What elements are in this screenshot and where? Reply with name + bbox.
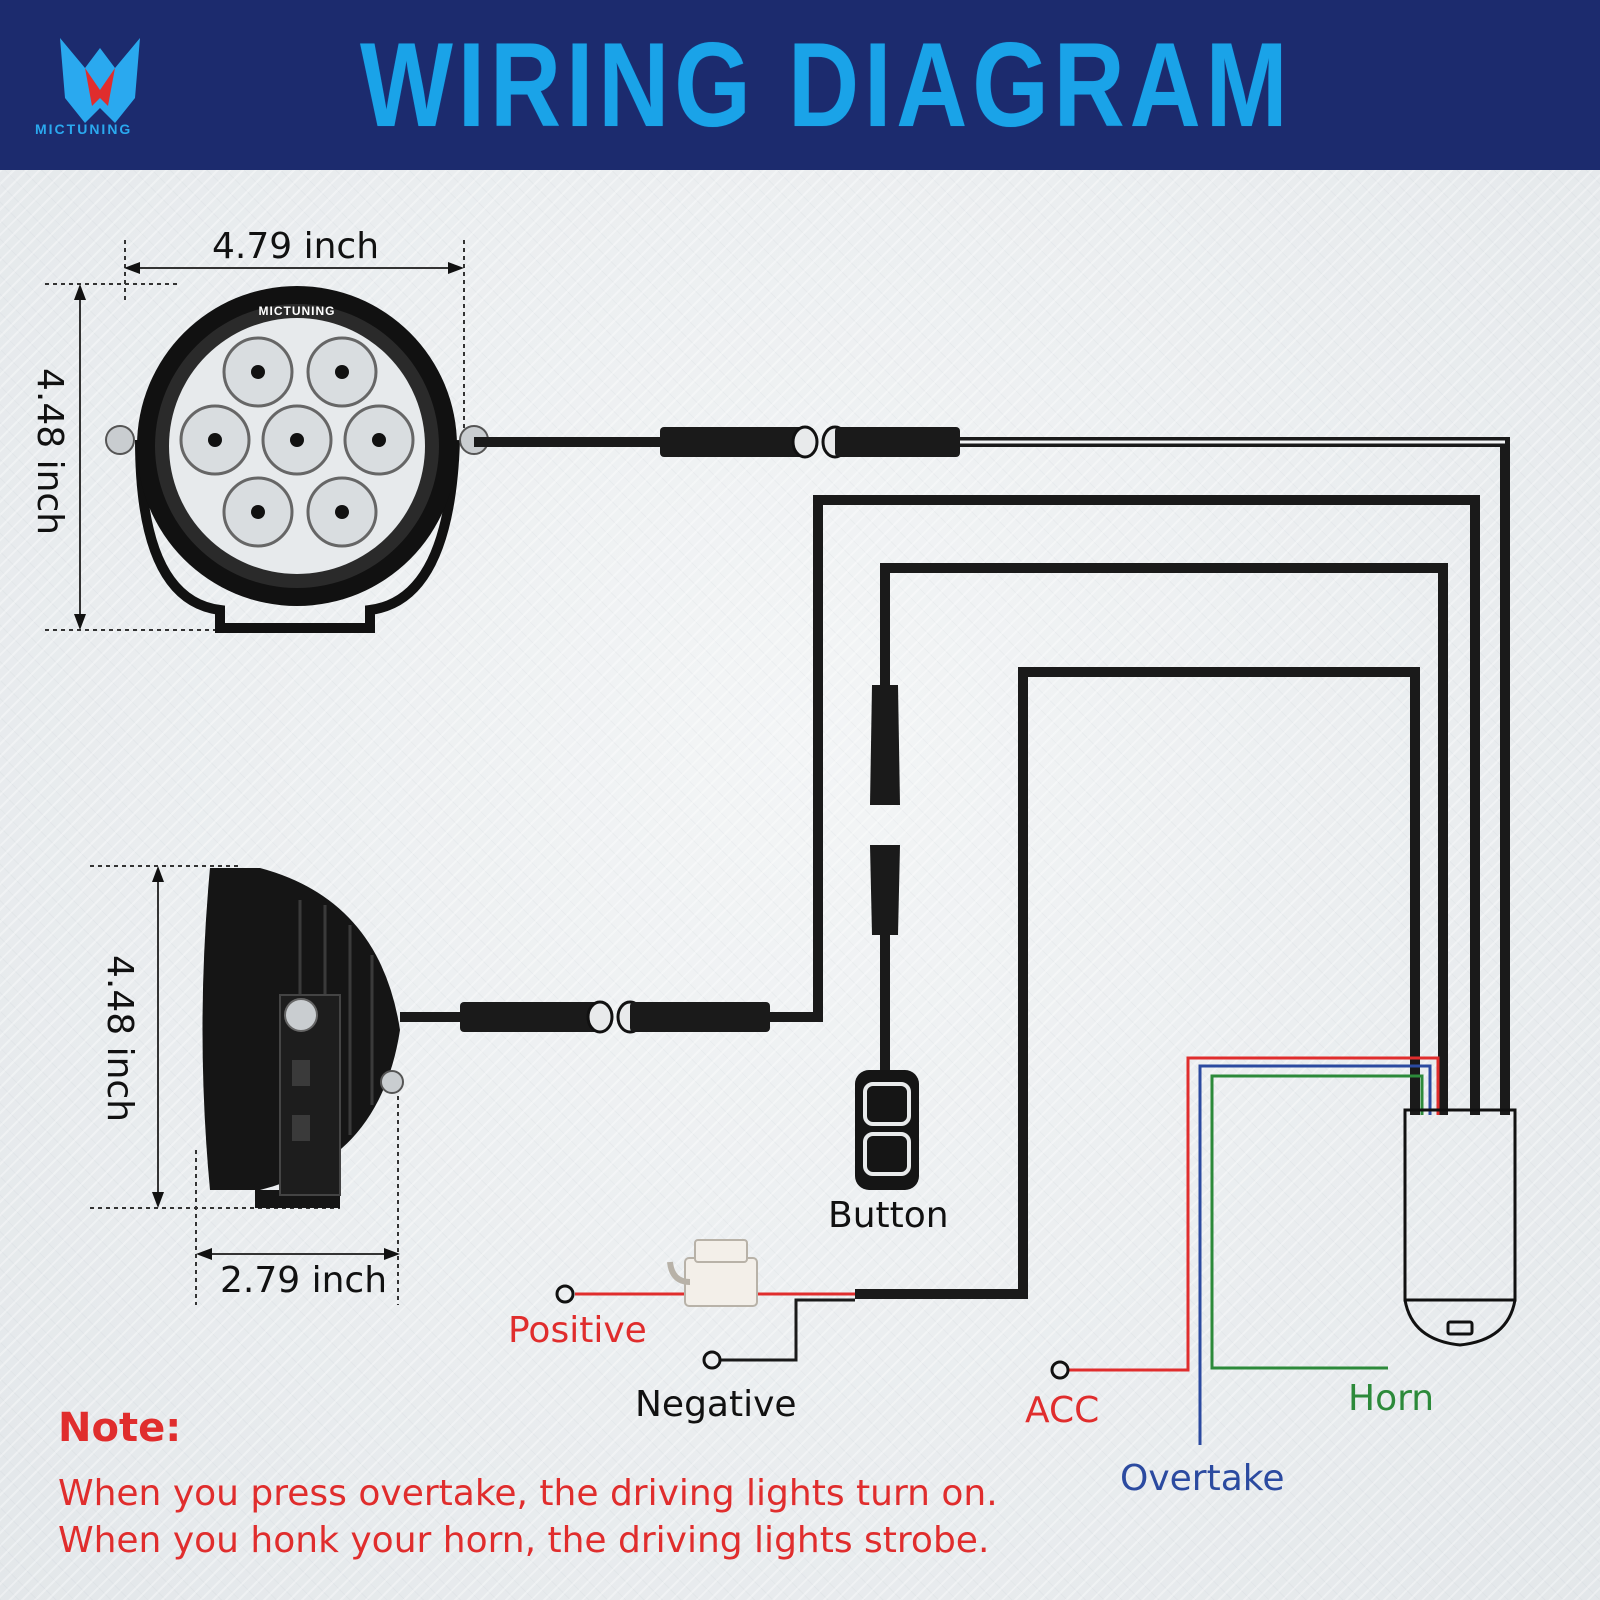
- note-line-2: When you honk your horn, the driving lig…: [58, 1520, 990, 1561]
- relay-module-icon: [1403, 1108, 1517, 1347]
- side-light-icon: [202, 868, 404, 1208]
- acc-label: ACC: [1025, 1390, 1100, 1431]
- page-title: WIRING DIAGRAM: [360, 18, 1293, 152]
- side-light-connector: [460, 1000, 770, 1034]
- power-wires: [575, 1292, 855, 1362]
- positive-label: Positive: [508, 1310, 647, 1351]
- fuse-holder-icon: [667, 1239, 758, 1307]
- front-light-connector: [660, 425, 960, 459]
- harness-wires: [400, 437, 1510, 1299]
- negative-terminal-icon: [702, 1350, 722, 1370]
- side-depth-dimension: [195, 1080, 400, 1305]
- horn-label: Horn: [1348, 1378, 1435, 1419]
- note-title: Note:: [58, 1405, 182, 1451]
- relay-signal-wires: [1067, 1056, 1440, 1445]
- front-width-label: 4.79 inch: [212, 226, 380, 267]
- button-switch-icon: [855, 1070, 919, 1190]
- button-wire-connector: [870, 685, 900, 935]
- negative-label: Negative: [635, 1384, 797, 1425]
- mictuning-logo-icon: [60, 38, 140, 123]
- brand-logo-text: MICTUNING: [35, 121, 133, 137]
- front-height-dimension: [45, 283, 370, 631]
- front-light-icon: [105, 286, 489, 633]
- note-line-1: When you press overtake, the driving lig…: [58, 1473, 998, 1514]
- acc-terminal-icon: [1050, 1360, 1070, 1380]
- front-width-dimension: [124, 240, 465, 430]
- button-label: Button: [828, 1195, 949, 1236]
- positive-terminal-icon: [555, 1284, 575, 1304]
- side-height-label: 4.48 inch: [99, 955, 140, 1123]
- overtake-label: Overtake: [1120, 1458, 1285, 1499]
- side-depth-label: 2.79 inch: [220, 1260, 388, 1301]
- header-bar: MICTUNING WIRING DIAGRAM: [0, 0, 1600, 170]
- front-height-label: 4.48 inch: [29, 368, 70, 536]
- light-brand-text: MICTUNING: [259, 304, 336, 318]
